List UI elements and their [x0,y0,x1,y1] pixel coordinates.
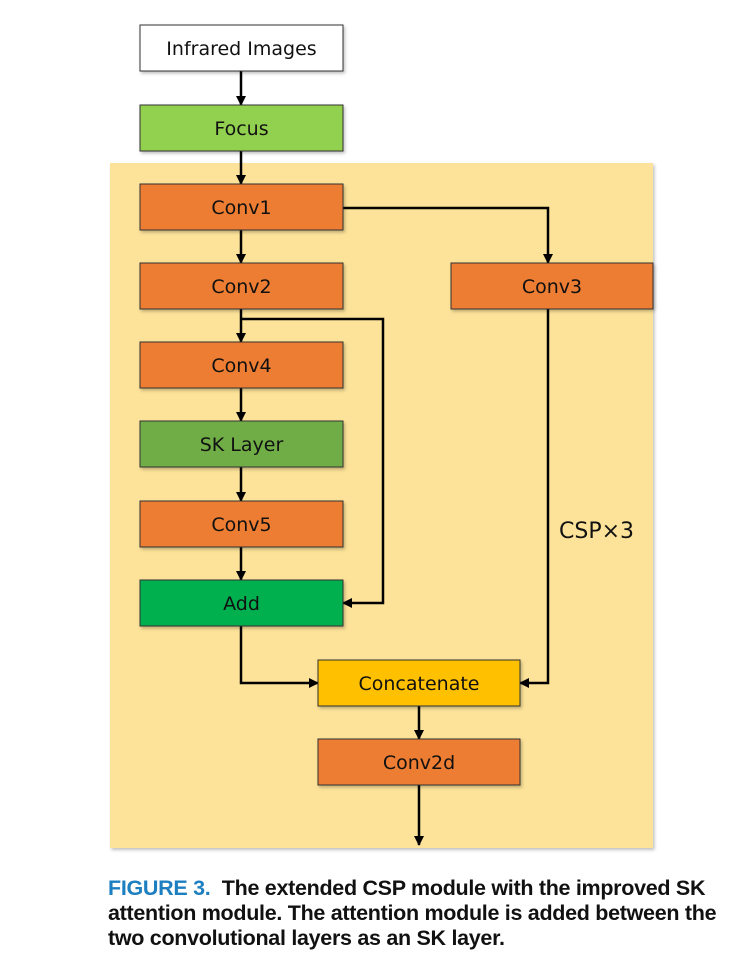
node-focus: Focus [139,104,344,152]
node-conv2d-label: Conv2d [383,752,455,774]
node-concat-box [317,659,521,707]
edge-add-concat [239,626,319,688]
edge-conv2-add-skip [241,317,385,608]
edge-conv1-conv3 [343,206,553,264]
node-conv5-box [139,500,344,548]
edge-conv3-concat [519,309,550,688]
node-conv2: Conv2 [139,262,344,310]
node-conv2-label: Conv2 [211,276,271,298]
node-conv3-label: Conv3 [522,276,582,298]
node-focus-box [139,104,344,152]
node-conv5-label: Conv5 [211,514,271,536]
csp-repeat-label: CSP×3 [559,519,634,544]
node-conv3-box [450,262,654,310]
node-add: Add [139,579,344,627]
node-conv1-label: Conv1 [211,197,271,219]
node-conv5: Conv5 [139,500,344,548]
node-add-label: Add [223,593,260,615]
node-add-box [139,579,344,627]
node-sk-label: SK Layer [200,434,284,456]
node-concat-label: Concatenate [359,673,480,695]
figure-caption-text: The extended CSP module with the improve… [108,876,717,950]
node-input: Infrared Images [139,24,344,72]
figure-label: FIGURE 3. [108,876,211,900]
node-conv2-box [139,262,344,310]
edges [236,71,553,846]
node-sk-box [139,420,344,468]
node-conv4: Conv4 [139,341,344,389]
node-conv4-label: Conv4 [211,355,271,377]
node-conv2d: Conv2d [317,738,521,786]
node-conv3: Conv3 [450,262,654,310]
node-conv4-box [139,341,344,389]
node-conv2d-box [317,738,521,786]
node-conv1: Conv1 [139,183,344,231]
node-input-box [139,24,344,72]
node-concat: Concatenate [317,659,521,707]
node-sk: SK Layer [139,420,344,468]
node-conv1-box [139,183,344,231]
node-focus-label: Focus [214,118,268,140]
figure-caption: FIGURE 3. The extended CSP module with t… [108,876,728,951]
node-input-label: Infrared Images [166,38,316,60]
